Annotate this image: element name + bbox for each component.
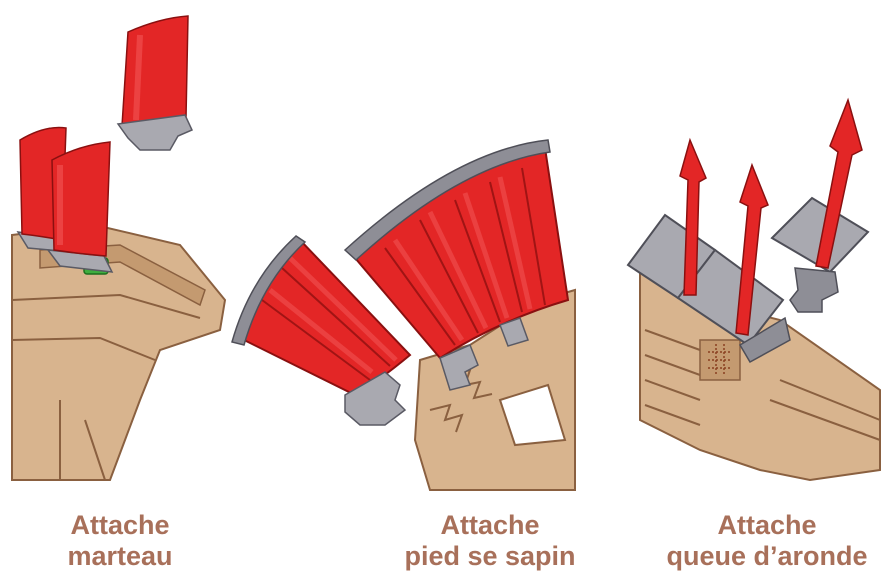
caption-line: Attache [640, 510, 894, 541]
detached-dovetail-root [790, 268, 838, 312]
hammer-attachment-drawing [12, 16, 225, 480]
caption-line: Attache [20, 510, 220, 541]
caption-fir-tree-attachment: Attache pied se sapin [365, 510, 615, 572]
caption-hammer-attachment: Attache marteau [20, 510, 220, 572]
dovetail-attachment-drawing [628, 100, 880, 480]
caption-dovetail-attachment: Attache queue d’aronde [640, 510, 894, 572]
fir-tree-attachment-drawing [232, 140, 575, 490]
detached-blade-airfoil [122, 16, 188, 126]
caption-line: pied se sapin [365, 541, 615, 572]
caption-line: marteau [20, 541, 220, 572]
caption-line: queue d’aronde [640, 541, 894, 572]
caption-line: Attache [365, 510, 615, 541]
